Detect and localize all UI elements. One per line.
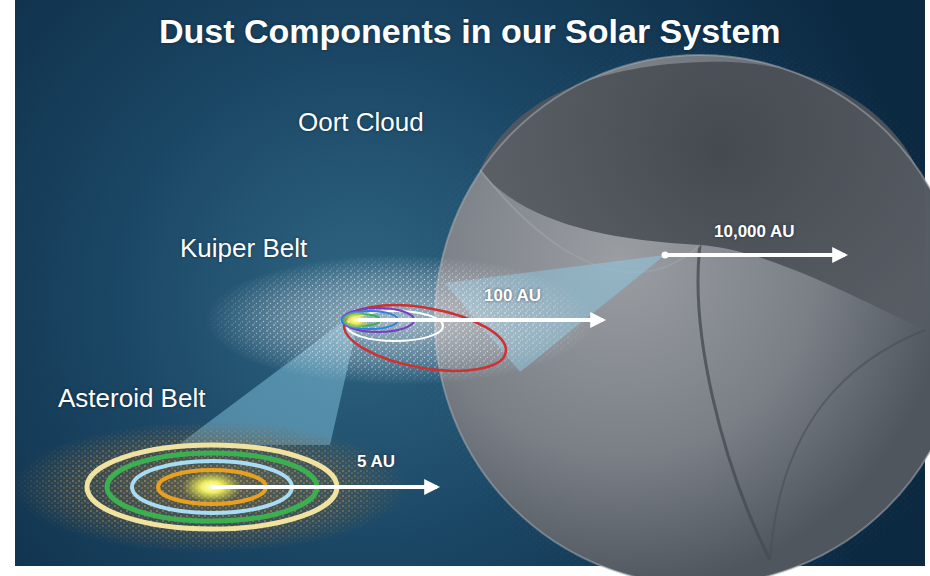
region-label: Oort Cloud [298, 108, 424, 138]
distance-arrow [212, 485, 437, 489]
region-label: Asteroid Belt [58, 384, 205, 414]
diagram-title: Dust Components in our Solar System [159, 12, 781, 51]
distance-label: 100 AU [484, 286, 541, 306]
distance-label: 10,000 AU [714, 222, 795, 242]
distance-arrow [665, 253, 845, 257]
oort-dust [410, 30, 930, 576]
distance-arrow [358, 318, 603, 322]
distance-label: 5 AU [357, 452, 395, 472]
region-label: Kuiper Belt [180, 234, 307, 264]
